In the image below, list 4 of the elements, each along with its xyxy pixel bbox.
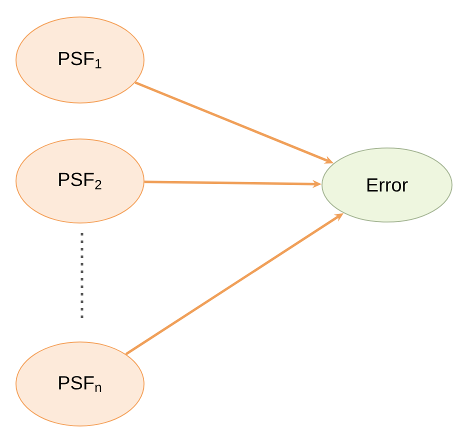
ellipse-node: PSF$_{2}$ [16,138,144,224]
ellipse-node: PSF$_{1}$ [16,16,144,104]
ellipse-node: PSF$_{n}$ [16,342,144,426]
ellipse-node: Error [322,148,452,222]
